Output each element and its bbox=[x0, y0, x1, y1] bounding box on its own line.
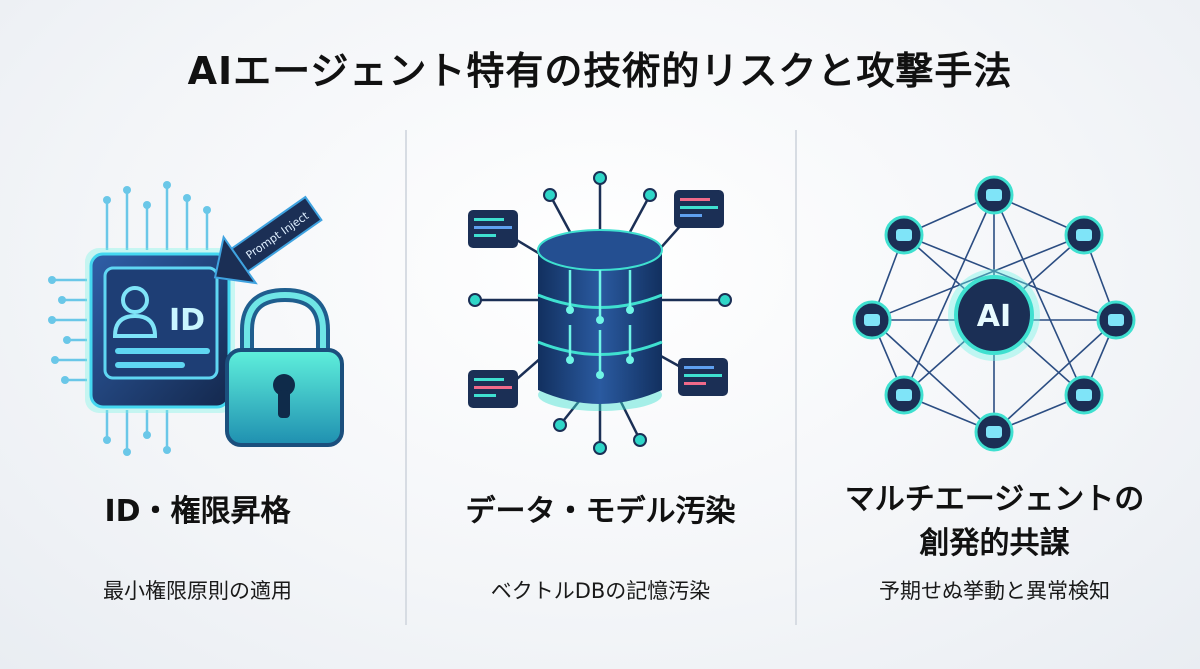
ai-hub-label: AI bbox=[977, 299, 1011, 334]
divider-right bbox=[795, 130, 797, 625]
panel-id-privilege: ID Prompt Inject ID・権限昇格 最小権限原則の適用 bbox=[0, 150, 395, 650]
panel-heading: マルチエージェントの 創発的共謀 bbox=[797, 478, 1192, 566]
panel-subtitle: ベクトルDBの記憶汚染 bbox=[490, 579, 711, 603]
panel-heading-line-1: マルチエージェントの bbox=[844, 482, 1145, 517]
panel-data-model-poisoning: データ・モデル汚染 ベクトルDBの記憶汚染 bbox=[403, 150, 798, 650]
panel-heading: データ・モデル汚染 bbox=[465, 494, 736, 529]
database-network-icon bbox=[450, 170, 750, 460]
divider-left bbox=[405, 130, 407, 625]
ai-agent-network-icon: AI bbox=[844, 170, 1144, 460]
panel-heading: ID・権限昇格 bbox=[104, 494, 291, 529]
panel-subtitle: 最小権限原則の適用 bbox=[103, 579, 292, 603]
panel-heading-line-2: 創発的共謀 bbox=[919, 526, 1070, 561]
id-chip-lock-icon: ID Prompt Inject bbox=[47, 170, 347, 460]
panel-multi-agent-collusion: AI マルチエージェントの 創発的共謀 予期せぬ挙動と異常検知 bbox=[797, 150, 1192, 650]
id-badge-text: ID bbox=[169, 303, 205, 338]
panel-subtitle: 予期せぬ挙動と異常検知 bbox=[879, 579, 1110, 603]
page-title: AIエージェント特有の技術的リスクと攻撃手法 bbox=[187, 49, 1013, 93]
